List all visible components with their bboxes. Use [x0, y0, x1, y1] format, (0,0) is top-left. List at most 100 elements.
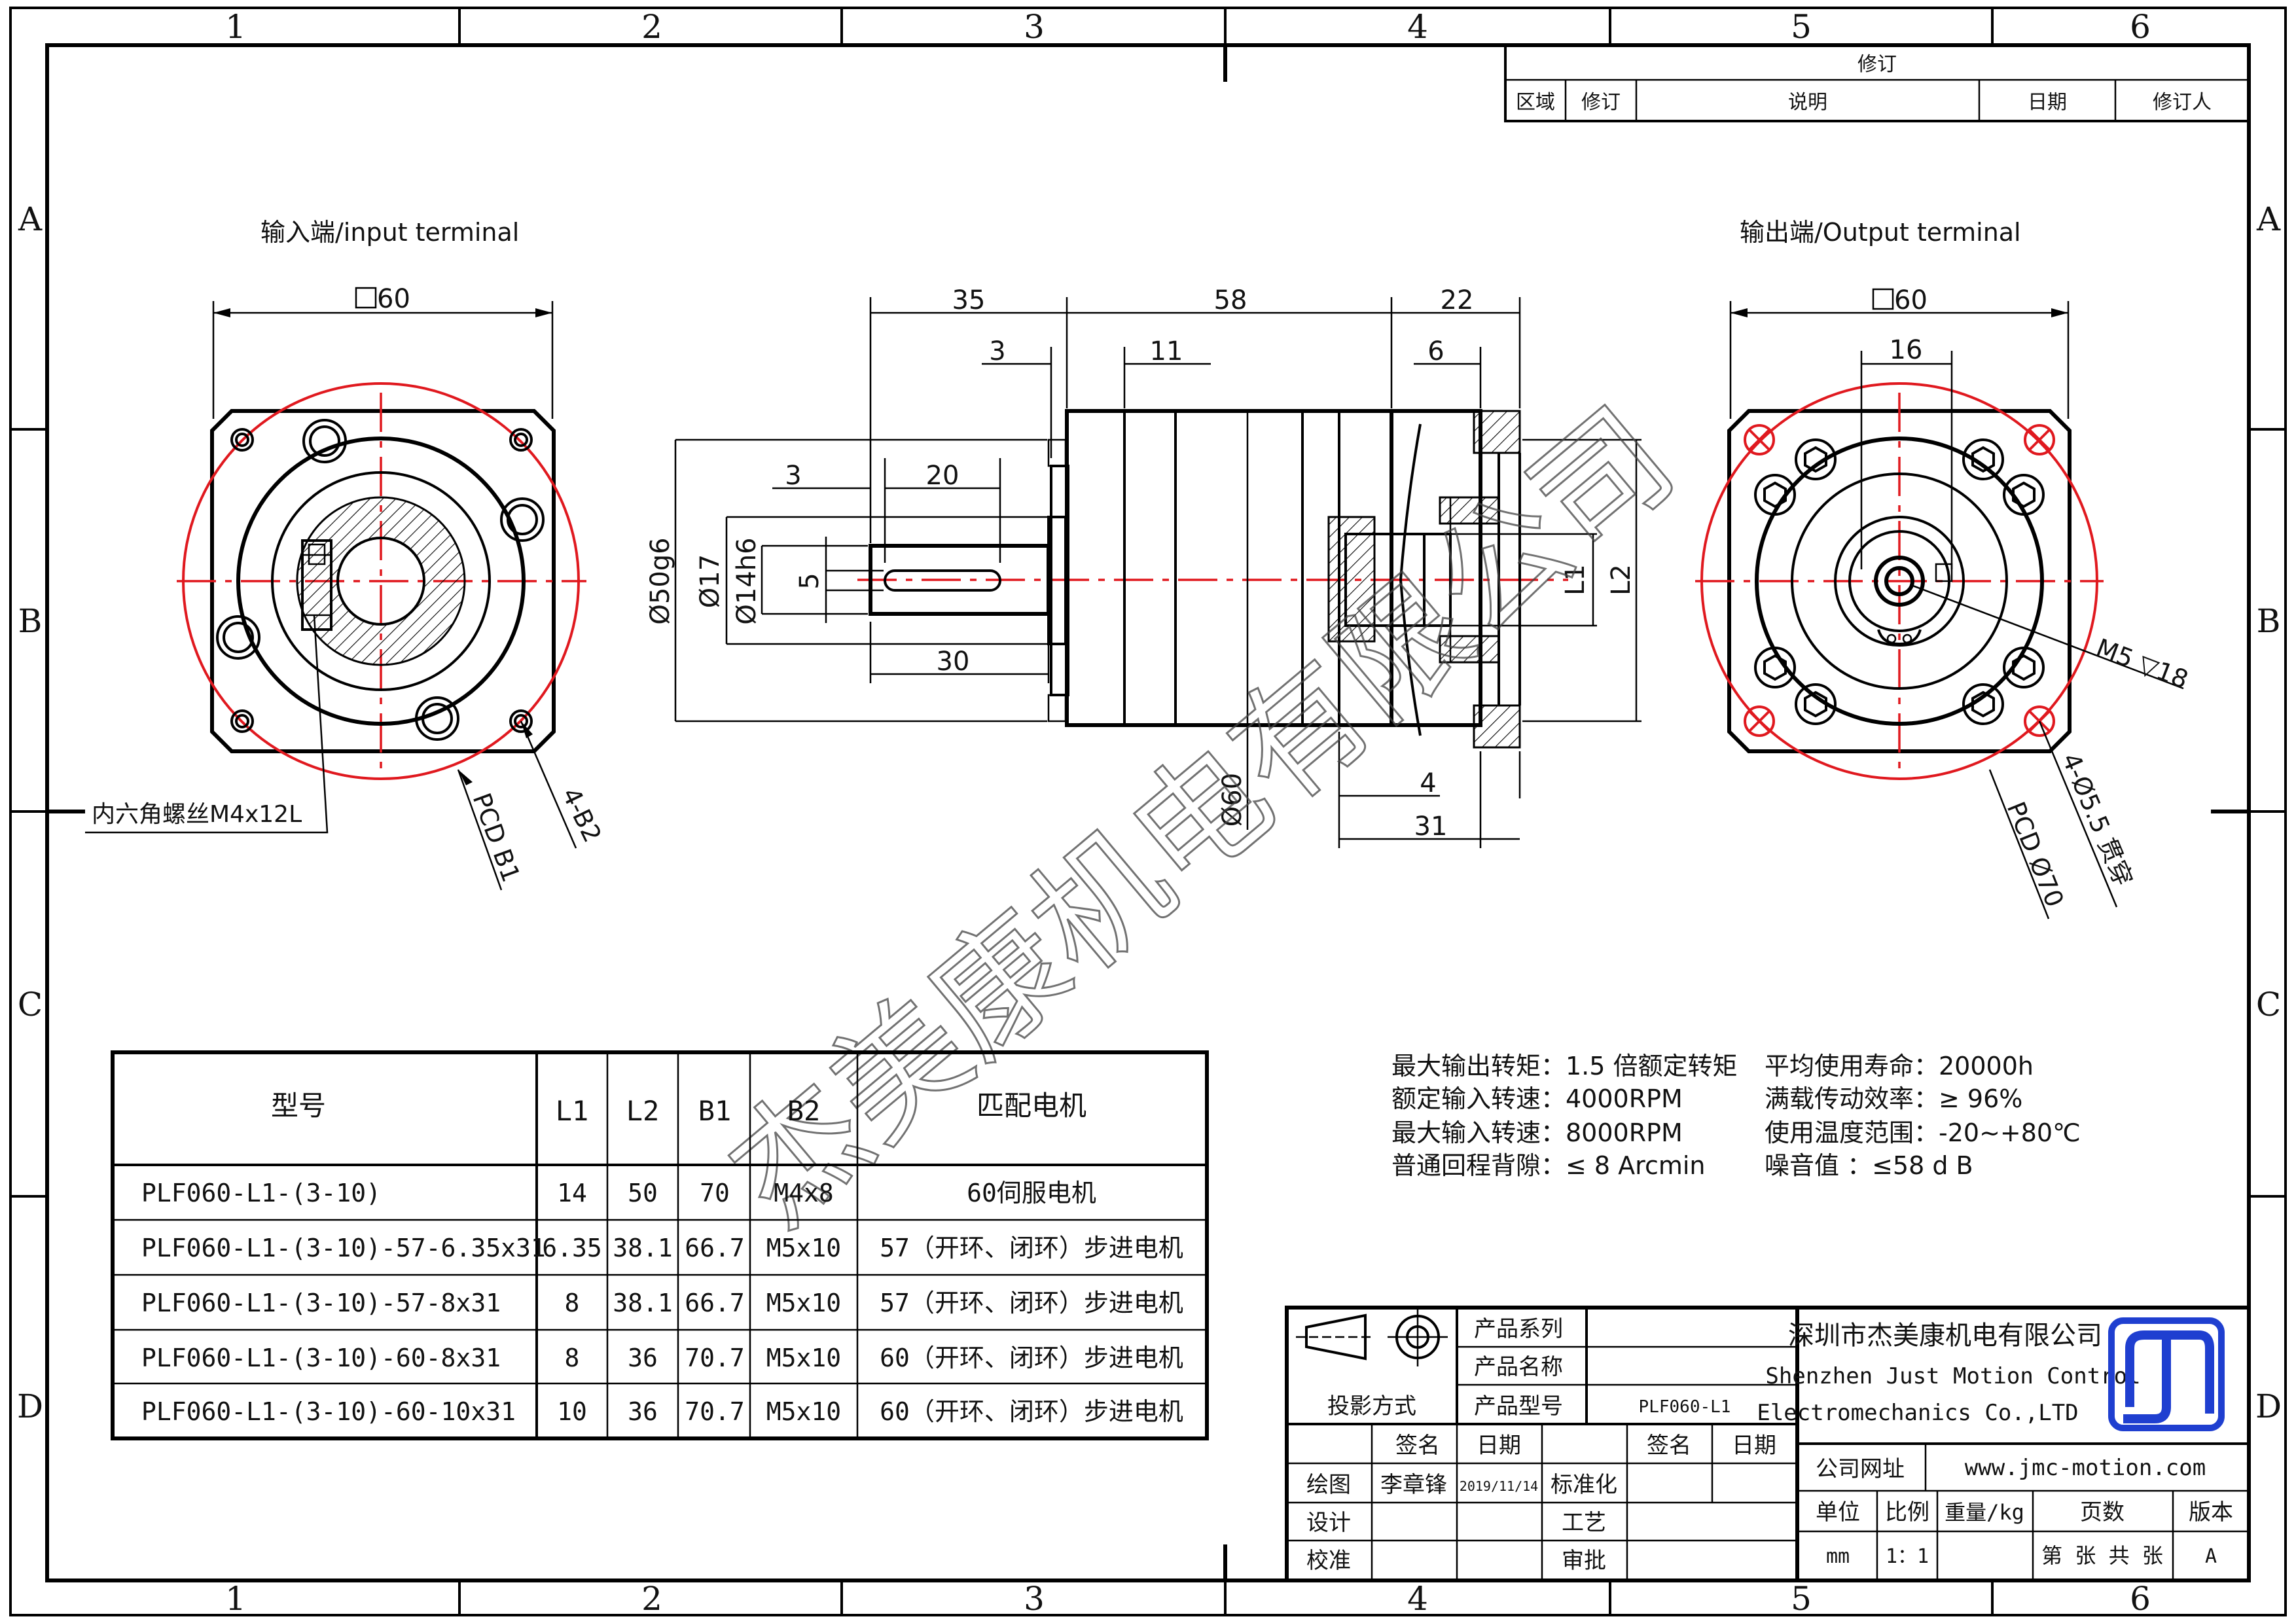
- tb-label: 单位: [1816, 1499, 1860, 1525]
- tb-value: mm: [1826, 1545, 1850, 1568]
- table-header: L2: [626, 1095, 660, 1127]
- col-label: 5: [1791, 1580, 1812, 1618]
- tb-value: A: [2205, 1545, 2217, 1568]
- dim-lines-horizontal: [772, 312, 1520, 840]
- table-header: B2: [787, 1095, 821, 1127]
- col-label: 2: [641, 8, 662, 46]
- table-cell: 14: [557, 1179, 587, 1207]
- company-name-cn: 深圳市杰美康机电有限公司: [1788, 1321, 2102, 1351]
- dim-lines-vertical: [674, 411, 1641, 830]
- col-label: 6: [2130, 1580, 2151, 1618]
- dim-dia17: Ø17: [695, 554, 725, 608]
- table-cell-model: PLF060-L1-(3-10)-57-8x31: [141, 1289, 501, 1317]
- col-label: 1: [225, 1580, 246, 1618]
- tb-label: 重量/kg: [1945, 1500, 2024, 1525]
- dim-58: 58: [1214, 285, 1247, 315]
- column-labels-top: 1 2 3 4 5 6: [225, 8, 2151, 46]
- table-header: 匹配电机: [977, 1090, 1086, 1122]
- revision-header: 日期: [2028, 91, 2067, 114]
- dim-22: 22: [1441, 285, 1474, 315]
- table-cell: 36: [628, 1344, 658, 1372]
- table-cell: 36: [628, 1397, 658, 1426]
- dim-11: 11: [1150, 336, 1183, 366]
- tb-label: 产品型号: [1474, 1393, 1563, 1419]
- row-label: B: [2257, 602, 2281, 640]
- row-label: A: [18, 200, 43, 238]
- table-cell: 6.35: [542, 1234, 602, 1262]
- dim-16: 16: [1890, 335, 1923, 365]
- table-cell: M5x10: [766, 1397, 841, 1426]
- tb-label: 审批: [1562, 1548, 1606, 1574]
- row-labels-right: A B C D: [2255, 200, 2282, 1425]
- dim-dia14: Ø14h6: [732, 537, 762, 624]
- model-table: 型号 L1 L2 B1 B2 匹配电机 PLF060-L1-(3-10) PLF…: [111, 1050, 1209, 1440]
- tb-label: 签名: [1395, 1433, 1440, 1459]
- tb-value: 第 张 共 张: [2041, 1543, 2163, 1568]
- title-block: 产品系列 产品名称 投影方式 产品型号 签名 日期 签名 日期 绘图 李章锋 标…: [1285, 1306, 2251, 1582]
- dim-31: 31: [1414, 812, 1448, 842]
- table-cell: 57（开环、闭环）步进电机: [880, 1234, 1183, 1262]
- holes-label-output: 4-Ø5.5 贯穿: [2056, 749, 2138, 890]
- revision-header: 区域: [1516, 91, 1555, 114]
- table-cell: 60（开环、闭环）步进电机: [880, 1344, 1183, 1372]
- table-cell: 50: [628, 1179, 658, 1207]
- tb-label: 投影方式: [1327, 1393, 1416, 1419]
- dim-35: 35: [952, 285, 986, 315]
- table-cell-model: PLF060-L1-(3-10)-60-10x31: [141, 1397, 516, 1426]
- square-symbol: [355, 287, 377, 309]
- table-cell: 57（开环、闭环）步进电机: [880, 1289, 1183, 1317]
- col-label: 3: [1024, 1580, 1045, 1618]
- pcd-label-input: PCD B1: [467, 789, 526, 886]
- side-section-view: 35 58 22 3 11 6 3 20 30 4 31 Ø50g6 Ø17 Ø…: [645, 285, 1641, 848]
- spec-item: 普通回程背隙：≤ 8 Arcmin: [1391, 1151, 1706, 1180]
- tb-value: 李章锋: [1380, 1472, 1447, 1498]
- revision-header: 修订: [1581, 91, 1621, 114]
- table-header: 型号: [271, 1090, 326, 1122]
- table-cell: 60伺服电机: [967, 1179, 1096, 1207]
- company-logo: [2108, 1317, 2225, 1431]
- col-label: 6: [2130, 8, 2151, 46]
- tb-label: 比例: [1885, 1499, 1929, 1525]
- revision-title: 修订: [1857, 53, 1897, 76]
- input-view-title: 输入端/input terminal: [260, 218, 519, 247]
- website-value: www.jmc-motion.com: [1965, 1455, 2206, 1481]
- table-cell: 66.7: [685, 1289, 745, 1317]
- dim-key5: 5: [795, 573, 825, 589]
- dim-3b: 3: [785, 461, 801, 491]
- table-cell-model: PLF060-L1-(3-10)-57-6.35x31: [141, 1234, 546, 1262]
- row-label: C: [2256, 986, 2281, 1024]
- tb-label: 工艺: [1562, 1510, 1606, 1536]
- table-cell: 70: [700, 1179, 730, 1207]
- table-cell: 70.7: [685, 1397, 745, 1426]
- table-cell: 60（开环、闭环）步进电机: [880, 1397, 1183, 1426]
- tb-label: 绘图: [1306, 1472, 1351, 1498]
- revision-table: 修订 区域 修订 说明 日期 修订人: [1504, 44, 2250, 122]
- table-cell: 38.1: [613, 1289, 673, 1317]
- sheet-frame: [9, 7, 2287, 1616]
- col-label: 4: [1407, 8, 1428, 46]
- holes-label-input: 4-B2: [556, 783, 607, 847]
- col-label: 1: [225, 8, 246, 46]
- tb-label: 产品系列: [1474, 1316, 1563, 1342]
- col-label: 2: [641, 1580, 662, 1618]
- table-cell: 10: [557, 1397, 587, 1426]
- spec-item: 满载传动效率：≥ 96%: [1765, 1084, 2022, 1113]
- table-cell: M5x10: [766, 1289, 841, 1317]
- spec-list: 最大输出转矩：1.5 倍额定转矩 额定输入转速：4000RPM 最大输入转速：8…: [1391, 1052, 2081, 1180]
- dim-20: 20: [926, 461, 960, 491]
- table-cell: 66.7: [685, 1234, 745, 1262]
- table-cell: M4x8: [774, 1179, 834, 1207]
- output-end-view: 60 16 M5 ▽18 PCD Ø70 4-Ø5.5 贯穿: [1695, 285, 2192, 919]
- table-header: B1: [698, 1095, 732, 1127]
- dim-dia50: Ø50g6: [645, 537, 675, 624]
- dim-30: 30: [937, 647, 970, 677]
- pcd-label-output: PCD Ø70: [2001, 798, 2070, 911]
- dim-square-output: 60: [1894, 285, 1928, 315]
- table-cell-model: PLF060-L1-(3-10)-60-8x31: [141, 1344, 501, 1372]
- tb-value: 1：1: [1886, 1545, 1929, 1568]
- table-cell-model: PLF060-L1-(3-10): [141, 1179, 381, 1207]
- tb-label: 日期: [1477, 1433, 1521, 1459]
- table-cell: 8: [565, 1344, 580, 1372]
- table-header: L1: [556, 1095, 589, 1127]
